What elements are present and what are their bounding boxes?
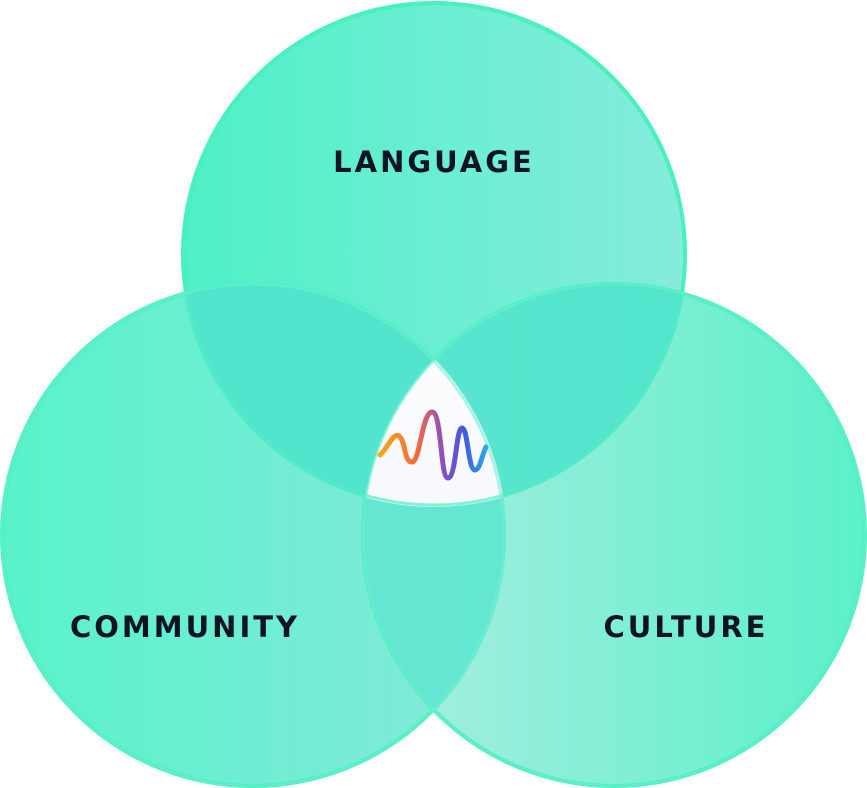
- label-language: LANGUAGE: [333, 145, 535, 179]
- wave-logo-icon: [377, 409, 489, 481]
- label-culture: CULTURE: [604, 610, 769, 644]
- label-community: COMMUNITY: [70, 610, 300, 644]
- overlap-language-culture: [363, 284, 687, 507]
- overlap-language-community: [181, 284, 504, 507]
